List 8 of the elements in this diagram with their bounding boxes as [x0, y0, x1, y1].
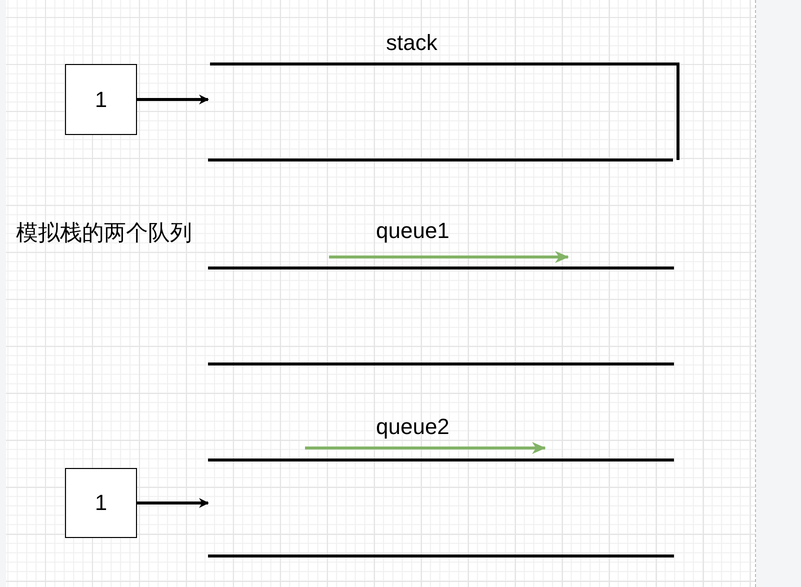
- arrow: [137, 94, 209, 104]
- arrow: [137, 498, 209, 508]
- queue-label: queue2: [376, 414, 450, 440]
- note-text: 模拟栈的两个队列: [16, 220, 192, 248]
- queue-label: queue1: [376, 218, 450, 244]
- stack-label: stack: [386, 30, 438, 56]
- number-box: 1: [65, 468, 137, 538]
- number-box: 1: [65, 64, 137, 135]
